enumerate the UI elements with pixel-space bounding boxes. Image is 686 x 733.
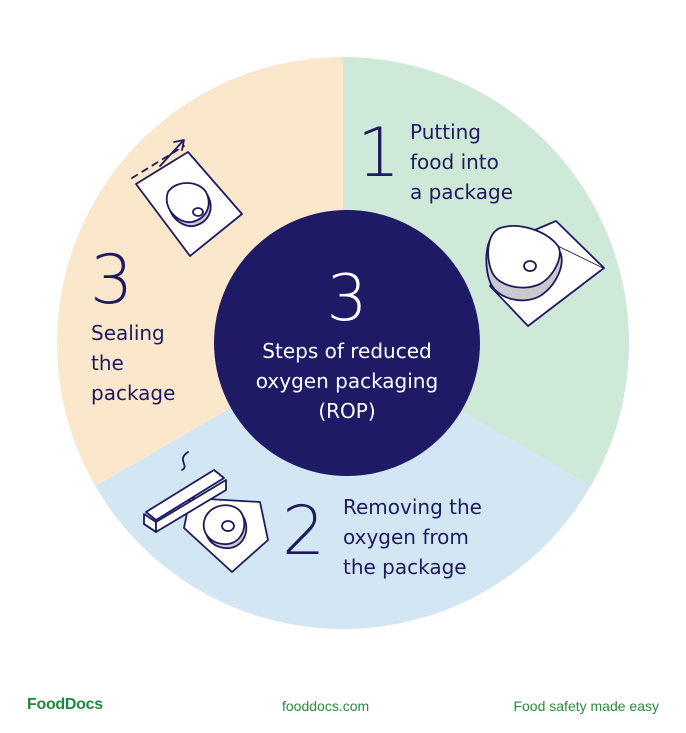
step-2-number: 2 [282,492,325,571]
vacuum-sealer-machine-icon [143,451,269,573]
step-3-label-line-3: package [91,381,175,405]
center-label-line-2: oxygen packaging [256,369,438,393]
open-package-with-food-icon [485,220,605,327]
center-number: 3 [327,262,368,336]
center-circle [214,210,480,476]
step-3-number: 3 [90,241,133,320]
footer-tagline: Food safety made easy [513,698,659,714]
step-3-label-line-2: the [91,351,124,375]
step-1-label-line-3: a package [410,180,513,204]
step-2-label-line-2: oxygen from [343,525,469,549]
center-label-line-1: Steps of reduced [262,339,431,363]
footer: FoodDocs fooddocs.com Food safety made e… [0,690,686,720]
step-2-label-line-3: the package [343,555,467,579]
step-2-label-line-1: Removing the [343,495,482,519]
sealed-package-icon [131,139,243,257]
rop-steps-diagram: 3 Steps of reduced oxygen packaging (ROP… [56,56,630,630]
fooddocs-logo[interactable]: FoodDocs [27,696,103,713]
center-label-line-3: (ROP) [318,399,375,423]
step-1-number: 1 [357,114,400,193]
step-1-label-line-2: food into [410,150,499,174]
footer-url-link[interactable]: fooddocs.com [282,698,370,714]
step-1-label-line-1: Putting [410,120,481,144]
step-3-label-line-1: Sealing [91,321,165,345]
